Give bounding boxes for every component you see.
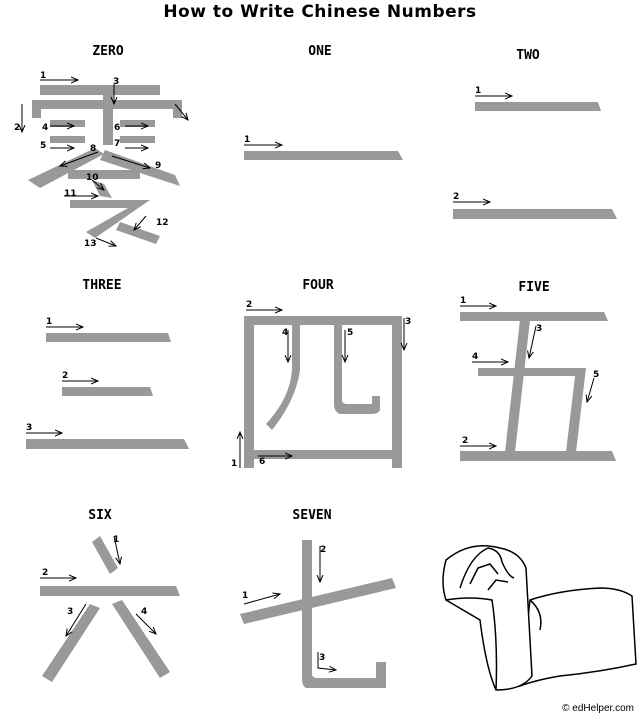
stroke-num: 4 [141, 607, 147, 617]
stroke-num: 1 [242, 591, 248, 601]
stroke-num: 13 [84, 239, 97, 249]
label-seven: SEVEN [292, 508, 332, 523]
stroke-num: 5 [593, 370, 599, 380]
stroke-num: 3 [113, 77, 119, 87]
stroke-num: 1 [244, 135, 250, 145]
stroke-num: 2 [62, 371, 68, 381]
stroke-num: 10 [86, 173, 99, 183]
stroke-num: 6 [114, 123, 120, 133]
label-three: THREE [82, 278, 122, 293]
zero-stroke-arrows [22, 80, 188, 246]
stroke-num: 2 [453, 192, 459, 202]
label-one: ONE [308, 44, 332, 59]
stroke-num: 4 [42, 123, 48, 133]
zero-stroke-numbers: 1 2 3 4 5 6 7 8 9 10 11 12 13 [14, 71, 169, 249]
stroke-num: 3 [319, 653, 325, 663]
stroke-num: 3 [536, 324, 542, 334]
label-zero: ZERO [92, 44, 124, 59]
stroke-num: 5 [347, 328, 353, 338]
stroke-num: 3 [405, 317, 411, 327]
stroke-num: 2 [246, 300, 252, 310]
character-three: 1 2 3 [26, 317, 189, 449]
stroke-num: 2 [462, 436, 468, 446]
character-zero [28, 85, 182, 244]
stroke-num: 1 [113, 535, 119, 545]
stroke-num: 8 [90, 144, 96, 154]
label-five: FIVE [518, 280, 550, 295]
character-two: 1 2 [453, 86, 617, 219]
stroke-num: 5 [40, 141, 46, 151]
label-two: TWO [516, 48, 540, 63]
character-four: 1 2 3 4 5 6 [231, 300, 411, 469]
stroke-num: 4 [282, 328, 288, 338]
character-five: 1 2 3 4 5 [460, 296, 616, 461]
stroke-num: 1 [460, 296, 466, 306]
label-four: FOUR [302, 278, 334, 293]
stroke-num: 1 [40, 71, 46, 81]
stroke-num: 2 [14, 123, 20, 133]
copyright-footer: © edHelper.com [562, 703, 634, 714]
stroke-num: 3 [67, 607, 73, 617]
stroke-num: 4 [472, 352, 478, 362]
scroll-illustration [442, 545, 637, 691]
stroke-num: 9 [155, 161, 161, 171]
character-one: 1 [244, 135, 403, 160]
stroke-num: 2 [42, 568, 48, 578]
stroke-num: 1 [475, 86, 481, 96]
stroke-num: 3 [26, 423, 32, 433]
stroke-num: 12 [156, 218, 169, 228]
character-six: 1 2 3 4 [40, 535, 180, 682]
stroke-num: 1 [231, 459, 237, 469]
label-six: SIX [88, 508, 112, 523]
character-seven: 1 2 3 [240, 540, 396, 688]
page-title: How to Write Chinese Numbers [163, 2, 477, 22]
stroke-num: 6 [259, 457, 265, 467]
stroke-num: 11 [64, 189, 77, 199]
stroke-num: 1 [46, 317, 52, 327]
stroke-num: 2 [320, 545, 326, 555]
stroke-num: 7 [114, 139, 120, 149]
